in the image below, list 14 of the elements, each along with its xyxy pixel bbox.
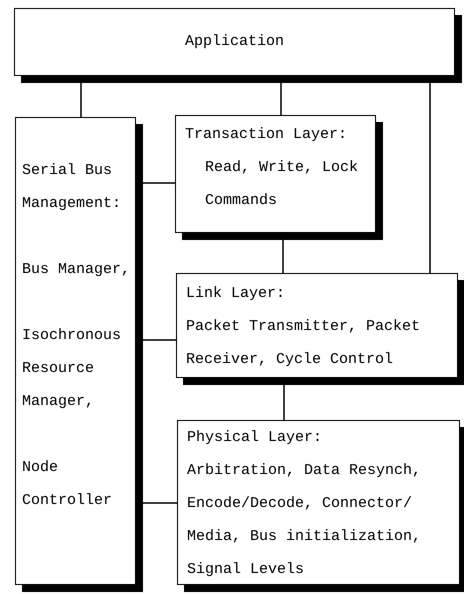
- heading-text: Transaction Layer:: [185, 125, 348, 145]
- body-text: Isochronous Resource Manager,: [22, 326, 122, 412]
- heading-text: Link Layer:: [186, 284, 286, 304]
- connector-line: [143, 339, 176, 341]
- connector-line: [143, 182, 175, 184]
- body-text: Bus Manager,: [22, 260, 132, 280]
- heading-text: Application: [184, 32, 286, 52]
- connector-line: [143, 502, 177, 504]
- body-text: Arbitration, Data Resynch, Encode/Decode, Connector/ Media, Bus initialization, Signal Levels: [187, 461, 422, 580]
- body-text: Read, Write, Lock Commands: [204, 158, 360, 211]
- body-text: Node Controller: [22, 458, 114, 511]
- heading-text: Physical Layer:: [187, 428, 324, 448]
- heading-text: Serial Bus Management:: [22, 161, 122, 214]
- body-text: Packet Transmitter, Packet Receiver, Cycle Control: [186, 317, 422, 370]
